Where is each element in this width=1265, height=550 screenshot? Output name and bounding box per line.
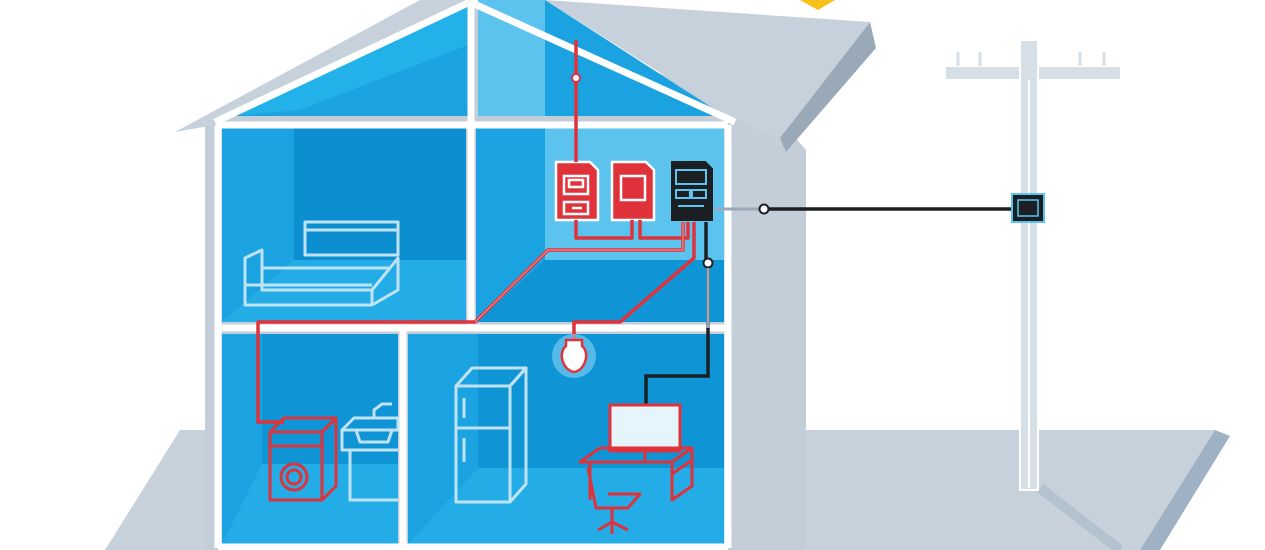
refrigerator-icon (454, 366, 528, 504)
sink-icon (340, 402, 400, 502)
utility-pole-icon (944, 39, 1122, 491)
ground-right (790, 430, 1215, 550)
pole-junction-box-icon (1011, 193, 1045, 223)
laundry-floor (222, 464, 398, 544)
attic-wire-node (571, 73, 581, 83)
electric-meter-icon (554, 160, 600, 222)
sun-icon (800, 0, 835, 10)
office-chair-icon (586, 467, 642, 534)
service-room-floor (476, 260, 724, 322)
roof-right (545, 0, 870, 138)
washing-machine-icon (268, 416, 338, 502)
red-wiring-highlight (474, 222, 684, 323)
office-floor (408, 468, 724, 544)
roof-right-edge (780, 22, 876, 152)
distribution-panel-icon (669, 159, 715, 223)
circuit-breaker-icon (610, 160, 656, 222)
service-entry-node (758, 203, 770, 215)
bed-icon (243, 220, 400, 307)
ground-left (105, 430, 215, 550)
office-back-wall (478, 334, 724, 468)
light-bulb-icon (552, 334, 596, 378)
ground-right-edge (1140, 430, 1230, 550)
wall-outlines (213, 0, 737, 550)
ground-shadow-line (1036, 484, 1124, 550)
ground-wire-node (702, 257, 714, 269)
bedroom-back-wall (294, 128, 466, 260)
